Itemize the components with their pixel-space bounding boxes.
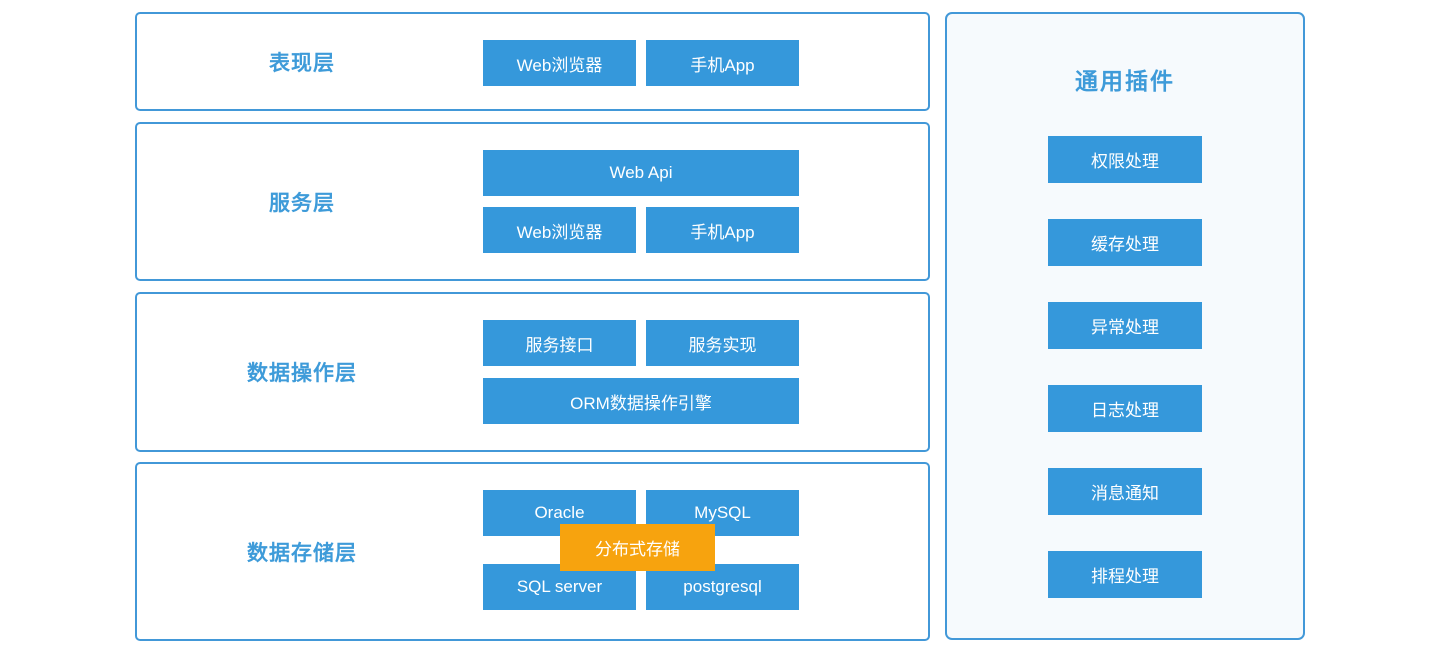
layer-data-storage: 数据存储层 Oracle MySQL SQL server postgresql… xyxy=(135,462,930,641)
layer-data-operation-label: 数据操作层 xyxy=(247,362,357,385)
plugin-scheduling: 排程处理 xyxy=(1048,551,1202,598)
layer-data-storage-label: 数据存储层 xyxy=(247,541,357,565)
node-sql-server: SQL server xyxy=(483,564,636,610)
plugins-panel-title: 通用插件 xyxy=(1075,68,1175,94)
node-web-browser: Web浏览器 xyxy=(483,207,636,253)
node-service-implementation: 服务实现 xyxy=(646,320,799,366)
plugin-logging: 日志处理 xyxy=(1048,385,1202,432)
node-postgresql: postgresql xyxy=(646,564,799,610)
layer-service: 服务层 Web Api Web浏览器 手机App xyxy=(135,122,930,281)
node-service-interface: 服务接口 xyxy=(483,320,636,366)
node-mobile-app: 手机App xyxy=(646,40,799,86)
node-orm-engine: ORM数据操作引擎 xyxy=(483,378,799,424)
layer-presentation: 表现层 Web浏览器 手机App xyxy=(135,12,930,111)
plugin-permission: 权限处理 xyxy=(1048,136,1202,183)
layer-data-operation: 数据操作层 服务接口 服务实现 ORM数据操作引擎 xyxy=(135,292,930,452)
layer-presentation-label: 表现层 xyxy=(269,51,335,75)
plugin-notification: 消息通知 xyxy=(1048,468,1202,515)
node-distributed-storage: 分布式存储 xyxy=(560,524,715,571)
plugins-panel: 通用插件 权限处理 缓存处理 异常处理 日志处理 消息通知 排程处理 xyxy=(945,12,1305,640)
layer-service-label: 服务层 xyxy=(269,191,335,215)
node-mobile-app: 手机App xyxy=(646,207,799,253)
node-oracle: Oracle xyxy=(483,490,636,536)
node-web-browser: Web浏览器 xyxy=(483,40,636,86)
plugin-exception: 异常处理 xyxy=(1048,302,1202,349)
plugin-cache: 缓存处理 xyxy=(1048,219,1202,266)
node-web-api: Web Api xyxy=(483,150,799,196)
